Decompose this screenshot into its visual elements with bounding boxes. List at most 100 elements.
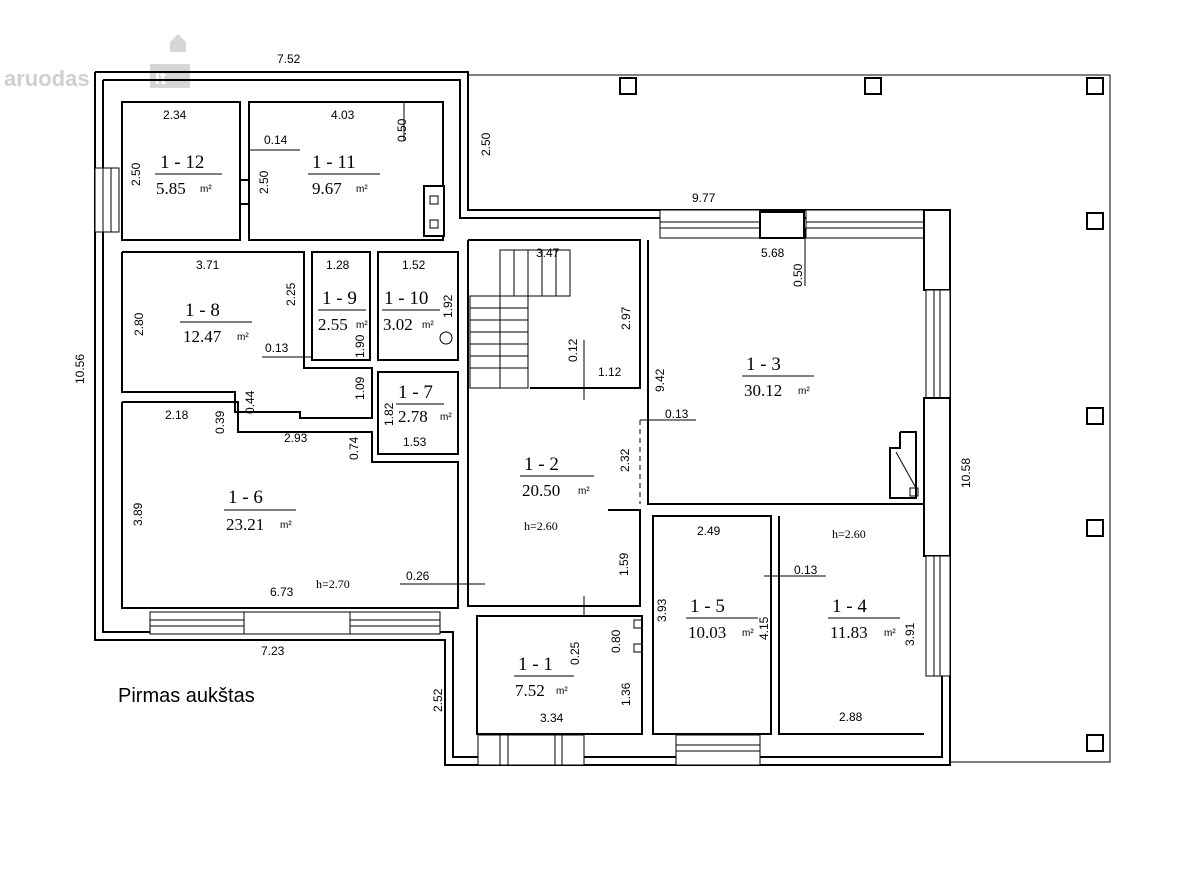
room-area: 10.03	[688, 623, 726, 642]
staircase	[469, 249, 571, 389]
area-unit: m²	[440, 412, 452, 423]
dimension: 7.23	[261, 644, 285, 658]
dimension: 0.13	[794, 563, 818, 577]
window	[805, 209, 927, 239]
area-unit: m²	[280, 520, 292, 531]
room-1-1: 1 - 1 7.52 m²	[514, 654, 574, 700]
room-1-4-walls	[778, 516, 924, 735]
logo-text: aruodas	[4, 66, 90, 91]
pillar	[619, 77, 637, 95]
dimension: 0.14	[264, 133, 288, 147]
room-1-9: 1 - 9 2.55 m²	[318, 288, 368, 334]
pillar	[864, 77, 882, 95]
room-1-8: 1 - 8 12.47 m²	[180, 300, 252, 346]
room-area: 30.12	[744, 381, 782, 400]
room-1-3-walls	[647, 240, 924, 505]
room-area: 20.50	[522, 481, 560, 500]
dimension: 2.93	[284, 431, 308, 445]
dimension: 2.80	[132, 312, 146, 336]
room-number: 1 - 11	[312, 152, 356, 173]
room-number: 1 - 5	[690, 596, 725, 617]
ceiling-height: h=2.70	[316, 577, 350, 591]
inner-wall	[103, 79, 660, 219]
interior-walls	[121, 101, 924, 735]
area-unit: m²	[200, 184, 212, 195]
room-1-5: 1 - 5 10.03 m²	[686, 596, 758, 642]
room-1-12: 1 - 12 5.85 m²	[155, 152, 222, 198]
room-1-10-walls	[377, 251, 459, 361]
door	[239, 179, 250, 205]
window	[659, 209, 761, 239]
dimension: 0.39	[213, 410, 227, 434]
fireplace	[889, 431, 917, 499]
room-1-4: 1 - 4 11.83 m²	[828, 596, 900, 642]
room-1-7: 1 - 7 2.78 m²	[396, 382, 452, 426]
room-1-3: 1 - 3 30.12 m²	[742, 354, 814, 400]
dimension: 1.82	[382, 402, 396, 426]
aruodas-logo: aruodas lt	[4, 34, 190, 91]
dimension: 0.50	[395, 118, 409, 142]
pillar	[1086, 519, 1104, 537]
dimension: 0.80	[609, 629, 623, 653]
room-1-8-walls	[121, 251, 373, 419]
stove	[423, 185, 445, 237]
logo-badge	[150, 64, 190, 88]
room-number: 1 - 1	[518, 654, 553, 675]
room-1-6-walls	[121, 401, 459, 609]
room-area: 9.67	[312, 179, 342, 198]
room-number: 1 - 12	[160, 152, 204, 173]
dimension: 2.50	[257, 170, 271, 194]
ceiling-heights: h=2.60 h=2.60 h=2.70	[316, 519, 866, 591]
ceiling-height: h=2.60	[524, 519, 558, 533]
terrace	[468, 74, 1111, 763]
dimension: 3.34	[540, 711, 564, 725]
area-unit: m²	[422, 320, 434, 331]
room-1-1-walls	[476, 615, 643, 735]
chimney-wall	[923, 397, 951, 557]
terrace-outline	[468, 74, 1111, 763]
dimension: 2.32	[618, 448, 632, 472]
room-number: 1 - 7	[398, 382, 433, 403]
window	[925, 289, 951, 399]
dimension: 3.93	[655, 598, 669, 622]
room-1-11-walls	[248, 101, 444, 241]
dimension: 3.47	[536, 246, 560, 260]
dimension: 4.03	[331, 108, 355, 122]
dimension: 2.50	[479, 132, 493, 156]
room-area: 11.83	[830, 623, 868, 642]
dimension-lines	[250, 102, 826, 616]
dimension: 0.13	[665, 407, 689, 421]
dimension: 2.34	[163, 108, 187, 122]
room-1-10: 1 - 10 3.02 m²	[382, 288, 440, 334]
area-unit: m²	[798, 386, 810, 397]
logo-suffix: lt	[155, 68, 166, 88]
room-number: 1 - 9	[322, 288, 357, 309]
windows	[94, 167, 951, 766]
room-number: 1 - 2	[524, 454, 559, 475]
logo-house-icon	[170, 34, 186, 52]
floor-title: Pirmas aukštas	[118, 685, 255, 707]
area-unit: m²	[578, 486, 590, 497]
room-number: 1 - 6	[228, 487, 263, 508]
room-area: 2.78	[398, 407, 428, 426]
room-1-11: 1 - 11 9.67 m²	[308, 152, 380, 198]
dimension: 1.12	[598, 365, 622, 379]
dimension: 0.25	[568, 641, 582, 665]
dimension: 3.89	[131, 502, 145, 526]
dimension: 1.28	[326, 258, 350, 272]
ceiling-height: h=2.60	[832, 527, 866, 541]
dimension: 0.50	[791, 263, 805, 287]
pillar	[1086, 212, 1104, 230]
dimension: 2.52	[431, 688, 445, 712]
room-area: 7.52	[515, 681, 545, 700]
room-area: 3.02	[383, 315, 413, 334]
pillar	[1086, 77, 1104, 95]
window	[925, 555, 951, 677]
dimension: 7.52	[277, 52, 301, 66]
dimension: 2.25	[284, 282, 298, 306]
stairs	[499, 249, 571, 297]
area-unit: m²	[237, 332, 249, 343]
dimension: 1.59	[617, 552, 631, 576]
dimension: 1.92	[441, 294, 455, 318]
